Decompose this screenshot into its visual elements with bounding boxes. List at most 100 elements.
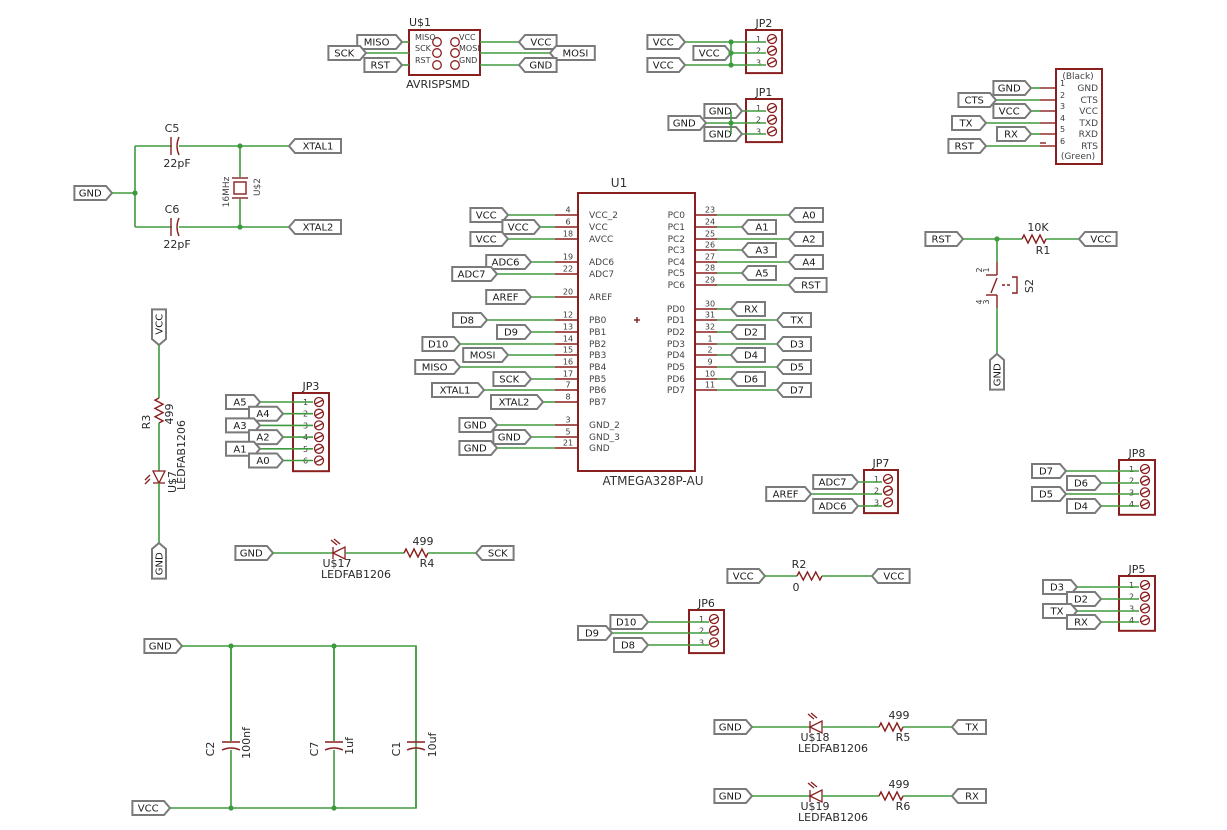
net-label-a0 <box>787 207 824 223</box>
u1-pin-num: 15 <box>563 346 573 355</box>
r1-value: 10K <box>1027 221 1049 234</box>
net-label-vcc-text: VCC <box>653 38 674 49</box>
net-label-gnd-text: GND <box>464 444 487 455</box>
net-label-xtal2-text: XTAL2 <box>499 398 530 409</box>
r6-name: R6 <box>896 800 911 813</box>
jp3-pin-mark <box>314 411 324 417</box>
jp8-pin-mark <box>1140 489 1150 496</box>
net-label-gnd-text: GND <box>719 792 742 803</box>
u1-pin-name: PB1 <box>589 328 606 338</box>
net-label-sck-text: SCK <box>334 49 354 60</box>
r2 <box>796 570 823 582</box>
net-label-gnd <box>713 719 754 735</box>
u-s7-led-ray2 <box>144 478 151 485</box>
u1-pin-name: PB3 <box>589 351 606 361</box>
u-s7-value: LEDFAB1206 <box>175 420 188 490</box>
net-label-a5 <box>740 265 777 281</box>
net-label-tx-text: TX <box>790 316 804 327</box>
net-label-rst <box>924 231 965 247</box>
u-s18-value: LEDFAB1206 <box>798 742 868 755</box>
u1-pin-num: 11 <box>705 381 715 390</box>
u1-pin-num: 1 <box>707 335 712 344</box>
net-label-miso-text: MISO <box>364 38 390 49</box>
net-label-rst <box>787 277 828 293</box>
net-label-mosi-text: MOSI <box>470 351 496 362</box>
net-label-aref-text: AREF <box>493 293 519 304</box>
u1-pin-num: 24 <box>705 218 715 227</box>
c6-value: 22pF <box>163 238 190 251</box>
net-label-gnd <box>458 417 499 433</box>
u-s1-pad-right <box>450 48 460 58</box>
net-label-a0-text: A0 <box>802 211 815 222</box>
net-label-xtal1 <box>431 382 486 398</box>
u1-pin-num: 13 <box>563 323 573 332</box>
jp8-pin-mark <box>1140 478 1150 484</box>
net-label-gnd-text: GND <box>149 642 172 653</box>
junction-dot <box>331 643 337 649</box>
net-label-d3 <box>775 336 812 352</box>
jp6-pin-num: 2 <box>699 627 704 636</box>
net-label-a4-text: A4 <box>802 258 815 269</box>
net-label-vcc-text: VCC <box>476 211 497 222</box>
ftdi-body <box>1055 68 1103 165</box>
u1-pin-num: 4 <box>565 206 570 215</box>
net-label-vcc-text: VCC <box>155 314 166 335</box>
net-label-a4-text: A4 <box>256 409 269 420</box>
r6 <box>878 790 904 802</box>
jp8-pin-num: 1 <box>1129 465 1134 474</box>
net-label-a3-text: A3 <box>233 421 246 432</box>
u1-pin-name: PC3 <box>668 246 685 256</box>
u1-pin-num: 6 <box>565 218 570 227</box>
net-label-adc6 <box>812 498 860 514</box>
net-label-vcc <box>646 57 687 73</box>
jp1-pin-mark <box>767 128 777 135</box>
u-s19-led-ray2 <box>810 781 818 788</box>
net-label-d2 <box>729 324 766 340</box>
u1-pin-name: VCC_2 <box>589 211 618 221</box>
c5-name: C5 <box>165 122 180 135</box>
u1-pin-name: GND <box>589 444 610 454</box>
jp6-pin-num: 1 <box>699 615 704 624</box>
r1 <box>1021 233 1047 245</box>
u1-pin-name: PD3 <box>667 340 685 350</box>
net-label-vcc <box>469 231 510 247</box>
u1-pin-num: 25 <box>705 230 715 239</box>
net-label-gnd <box>517 57 558 73</box>
net-label-d9-text: D9 <box>585 629 599 640</box>
jp3-pin-mark <box>314 434 324 440</box>
r5-name: R5 <box>896 731 911 744</box>
net-label-d5 <box>1031 486 1068 502</box>
jp7-pin-mark <box>883 488 893 494</box>
net-label-a1-text: A1 <box>233 444 246 455</box>
u1-pin-num: 26 <box>705 241 715 250</box>
r3-value: 499 <box>163 404 176 425</box>
net-label-rx-text: RX <box>744 305 758 316</box>
r3-name: R3 <box>140 415 153 430</box>
net-label-gnd-text: GND <box>464 421 487 432</box>
u1-pin-num: 19 <box>563 253 573 262</box>
jp3-pin-mark <box>314 446 324 452</box>
jp3-pin-mark <box>314 399 324 405</box>
jp3-body <box>292 392 330 473</box>
u-s17-led-ray1 <box>330 539 338 546</box>
net-label-vcc-text: VCC <box>883 572 904 583</box>
u1-pin-num: 23 <box>705 206 715 215</box>
c5-value: 22pF <box>163 157 190 170</box>
net-label-tx <box>950 719 987 735</box>
u1-pin-num: 16 <box>563 358 573 367</box>
u1-value: ATMEGA328P-AU <box>603 474 704 488</box>
net-label-aref-text: AREF <box>773 490 799 501</box>
u-s18-led-ray2 <box>810 712 818 719</box>
net-label-d6-text: D6 <box>1074 479 1088 490</box>
u-s2-value: 16MHz <box>222 176 232 207</box>
u1-pin-name: PD0 <box>667 305 685 315</box>
jp3-pin-mark <box>314 422 324 429</box>
net-label-vcc <box>870 568 911 584</box>
c1-plate2 <box>406 747 426 751</box>
net-label-gnd <box>151 541 167 580</box>
junction-dot <box>728 50 734 56</box>
net-label-d6 <box>1066 475 1103 491</box>
jp2-pin-mark <box>767 36 777 42</box>
r2-value: 0 <box>793 581 800 594</box>
jp2-pin-mark <box>767 59 777 66</box>
